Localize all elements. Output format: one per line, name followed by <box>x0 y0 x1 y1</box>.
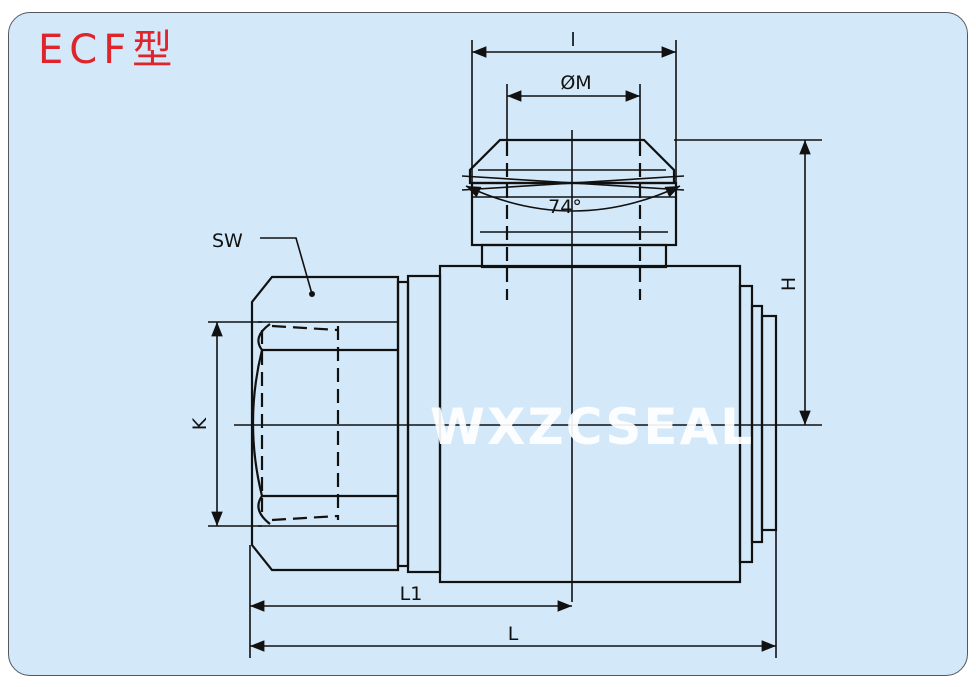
dimension-k <box>208 321 262 527</box>
dim-label-k: K <box>189 417 211 430</box>
dimension-m <box>506 84 641 142</box>
dim-label-L: L <box>508 623 519 645</box>
dim-label-l1: L1 <box>400 583 423 605</box>
dim-label-m: ØM <box>560 72 591 94</box>
dimension-h <box>674 139 822 425</box>
dim-label-sw: SW <box>212 230 243 252</box>
dim-label-angle: 74° <box>548 196 582 218</box>
hex-nut <box>250 275 400 572</box>
dimension-l <box>471 40 677 183</box>
dim-label-h: H <box>778 277 800 291</box>
main-body <box>396 264 778 584</box>
model-title: ECF型 <box>38 27 179 73</box>
dimension-L <box>249 530 777 658</box>
dim-label-l: l <box>570 29 575 51</box>
watermark-logo: WXZCSEAL <box>430 398 754 456</box>
dimension-l1 <box>249 545 572 658</box>
dimension-angle <box>461 175 685 212</box>
sw-leader <box>260 237 313 295</box>
